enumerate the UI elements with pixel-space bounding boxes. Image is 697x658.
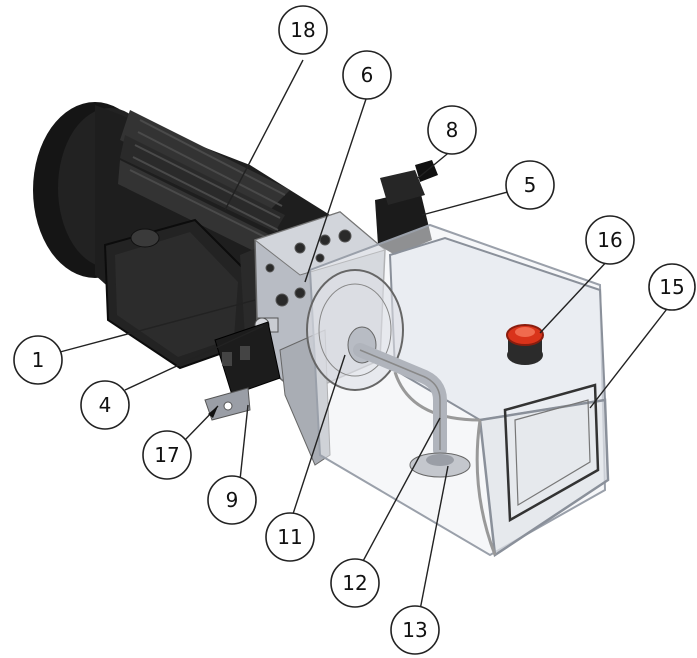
callout-6: 6: [342, 50, 392, 100]
callout-12: 12: [330, 558, 380, 608]
callout-label-11: 11: [277, 525, 302, 549]
callout-label-12: 12: [342, 571, 367, 595]
callout-label-17: 17: [154, 443, 179, 467]
callout-17: 17: [142, 430, 192, 480]
callout-5: 5: [505, 160, 555, 210]
callout-label-8: 8: [446, 118, 459, 142]
callout-label-18: 18: [290, 18, 315, 42]
callout-13: 13: [390, 605, 440, 655]
callout-16: 16: [585, 215, 635, 265]
callout-18: 18: [278, 5, 328, 55]
callout-8: 8: [427, 105, 477, 155]
callout-9: 9: [207, 475, 257, 525]
callout-label-13: 13: [402, 618, 427, 642]
callout-1: 1: [13, 335, 63, 385]
callout-label-6: 6: [361, 63, 374, 87]
callout-label-4: 4: [99, 393, 112, 417]
callout-label-16: 16: [597, 228, 622, 252]
callout-label-5: 5: [524, 173, 537, 197]
leader-lines: [59, 59, 671, 611]
callout-4: 4: [80, 380, 130, 430]
callout-label-15: 15: [659, 275, 684, 299]
callout-11: 11: [265, 512, 315, 562]
callout-label-9: 9: [226, 488, 239, 512]
arrow-17-icon: [208, 406, 218, 418]
callout-label-1: 1: [32, 348, 45, 372]
transparent-oil-tank: [306, 223, 610, 558]
callout-15: 15: [648, 263, 696, 311]
